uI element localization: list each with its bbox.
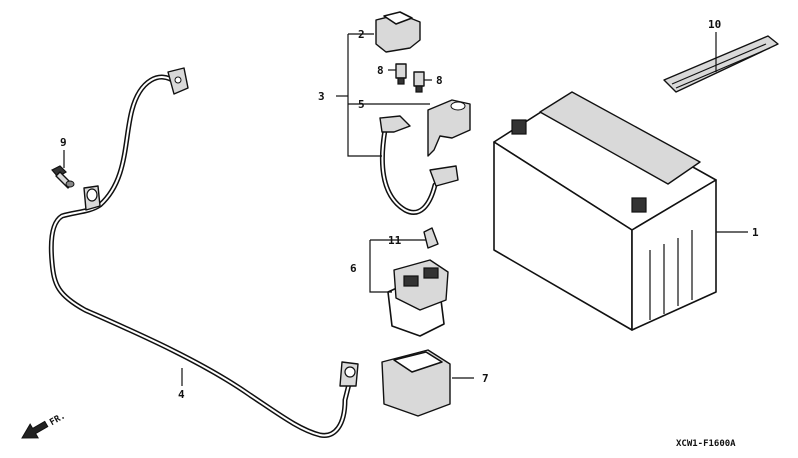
callout-7: 7: [482, 372, 489, 385]
callout-5: 5: [358, 98, 365, 111]
callout-9: 9: [60, 136, 67, 149]
callout-2: 2: [358, 28, 365, 41]
battery-part-1: [493, 91, 717, 331]
front-direction-label: FR.: [48, 411, 67, 428]
callout-8-left: 8: [377, 64, 384, 77]
terminal-boot-part-5: [427, 99, 471, 157]
leader-lines: [63, 32, 748, 386]
front-direction-arrow: FR.: [21, 411, 67, 439]
callout-1: 1: [752, 226, 759, 239]
bolt-part-8-left: [395, 63, 407, 85]
starter-relay-part-6: [387, 259, 449, 337]
positive-cable-part-3: [379, 115, 459, 215]
callout-3: 3: [318, 90, 325, 103]
callout-11: 11: [388, 234, 402, 247]
callout-8-right: 8: [436, 74, 443, 87]
bolt-part-8-right: [413, 71, 425, 93]
callout-10: 10: [708, 18, 721, 31]
relay-cover-part-7: [381, 349, 451, 417]
bolt-part-9: [51, 165, 75, 189]
terminal-cover-part-2: [375, 11, 421, 53]
ground-cable-part-4: [48, 67, 359, 438]
callout-4: 4: [178, 388, 185, 401]
callout-6: 6: [350, 262, 357, 275]
fuse-part-11: [423, 227, 439, 249]
diagram-code: XCW1-F1600A: [676, 439, 736, 449]
battery-band-part-10: [663, 35, 779, 93]
